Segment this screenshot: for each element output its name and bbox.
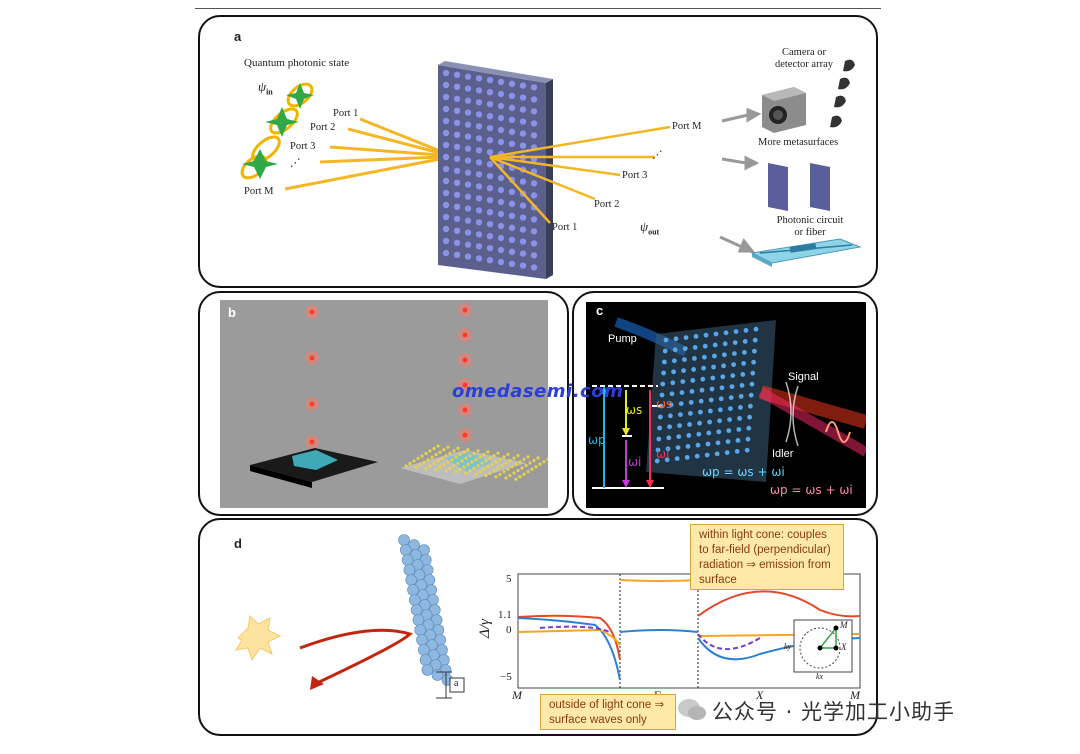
panel-b-label: b <box>228 305 236 320</box>
in-port-2: Port 2 <box>310 122 336 133</box>
atom <box>412 614 425 626</box>
in-port-3: Port 3 <box>290 141 316 152</box>
dispersion-plot <box>517 573 861 689</box>
metasurface <box>438 61 553 279</box>
atom <box>409 594 421 606</box>
omega-i-label: ωi <box>628 455 642 469</box>
site-watermark: omedasemi.com <box>452 381 624 402</box>
y-tick-5: 5 <box>506 573 512 585</box>
panel-a: a Quantum photonic state ψin <box>198 15 878 288</box>
panel-d-graphic <box>235 534 861 699</box>
emitter-burst-icon <box>235 614 282 662</box>
atom <box>421 664 434 676</box>
y-axis-label: Δ/γ <box>476 619 493 638</box>
emission-spots-left <box>305 305 319 449</box>
atom <box>407 584 419 596</box>
panel-d: d <box>198 518 878 736</box>
panel-a-label: a <box>234 29 242 44</box>
panel-c-label: c <box>596 303 604 318</box>
energy-equation-2: ωp = ωs + ωi <box>770 483 853 497</box>
inset-kx-label: kx <box>816 672 824 681</box>
circuit-label: Photonic circuit or fiber <box>776 215 844 238</box>
left-hexagon <box>292 450 338 470</box>
atom-array <box>398 534 454 686</box>
energy-equation-1: ωp = ωs + ωi <box>702 465 785 479</box>
panel-c-graphic <box>586 302 866 508</box>
inset-x-label: X <box>841 642 847 652</box>
atom <box>416 634 428 646</box>
atom <box>400 544 412 556</box>
small-metasurfaces-icon <box>768 163 830 211</box>
psi-out-label: ψout <box>640 219 660 237</box>
out-port-3: Port 3 <box>622 170 648 181</box>
atom <box>431 669 444 681</box>
in-port-dots: ⋰ <box>290 158 301 169</box>
panel-d-label: d <box>234 536 242 551</box>
y-tick-0: 0 <box>506 624 512 636</box>
panel-b: b <box>198 291 569 516</box>
in-port-1: Port 1 <box>333 108 359 119</box>
camera-label: Camera or detector array <box>774 47 833 70</box>
x-tick-m-right: M <box>850 688 860 702</box>
atom <box>405 574 417 586</box>
pump-label: Pump <box>608 333 637 345</box>
y-tick-1-1: 1.1 <box>498 609 512 621</box>
emission-arrow <box>299 628 413 686</box>
wechat-watermark: 公众号 · 光学加工小助手 <box>712 700 956 724</box>
atom <box>410 604 423 616</box>
energy-diagram <box>592 385 664 489</box>
atom <box>418 644 430 656</box>
panel-b-graphic <box>220 300 548 508</box>
atom <box>414 624 426 636</box>
lattice-constant-label: a <box>454 678 459 689</box>
signal-label: Signal <box>788 371 819 383</box>
inset-ky-label: ky <box>784 642 792 651</box>
atom <box>401 554 414 566</box>
in-port-m: Port M <box>244 186 274 197</box>
x-tick-m-left: M <box>512 688 522 702</box>
detector-array-icon <box>830 59 855 128</box>
inset-m-label: M <box>840 620 848 630</box>
photon-chain <box>240 82 314 180</box>
idler-label: Idler <box>772 448 794 460</box>
output-arrows <box>719 107 762 253</box>
omega-s-label-right: ωs <box>656 397 673 411</box>
wechat-icon <box>678 699 706 720</box>
metasurfaces-label: More metasurfaces <box>758 137 839 148</box>
input-beams <box>284 117 441 191</box>
idler-beam <box>758 387 866 457</box>
brillouin-inset <box>793 619 853 673</box>
psi-in-label: ψin <box>258 79 273 97</box>
omega-i-label-right: ωi <box>656 447 670 461</box>
atom <box>403 564 416 576</box>
y-tick-minus-5: −5 <box>500 671 512 683</box>
quantum-state-title: Quantum photonic state <box>244 57 350 69</box>
panel-c: c Pump Signal Idler ωs ωs ωp ωi ωi ωp = … <box>572 291 878 516</box>
emission-spots-right <box>458 303 472 442</box>
out-port-m: Port M <box>672 121 702 132</box>
output-beams <box>489 125 671 224</box>
photonic-circuit-icon <box>750 238 862 267</box>
atom <box>419 654 432 666</box>
omega-p-label: ωp <box>588 433 606 447</box>
out-port-1: Port 1 <box>552 222 578 233</box>
out-port-2: Port 2 <box>594 199 620 210</box>
camera-icon <box>762 87 806 133</box>
light-cone-callout: within light cone: couples to far-field … <box>690 524 844 590</box>
top-rule <box>195 8 881 9</box>
omega-s-label: ωs <box>626 403 643 417</box>
x-tick-x: X <box>756 688 764 702</box>
out-port-dots: ⋰ <box>652 150 663 161</box>
surface-wave-callout: outside of light cone ⇒ surface waves on… <box>540 694 676 730</box>
panel-a-graphic <box>240 59 862 279</box>
atom <box>398 534 410 546</box>
